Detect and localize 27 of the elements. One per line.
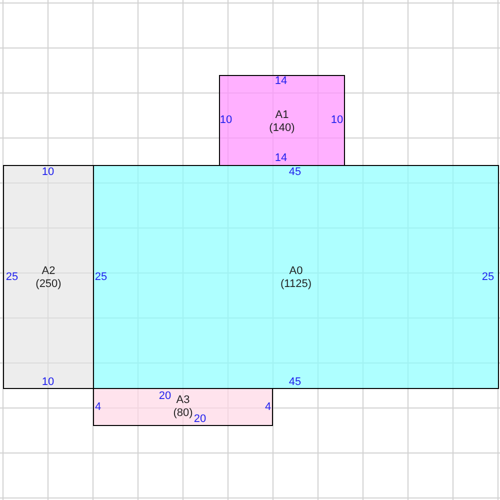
area-name: A2 (42, 265, 56, 278)
dimension-label: 20 (158, 390, 172, 402)
area-value: (140) (269, 122, 295, 135)
dimension-label: 4 (94, 401, 102, 413)
dimension-label: 10 (330, 114, 344, 126)
area-name: A0 (289, 265, 303, 278)
area-name: A3 (176, 394, 190, 407)
dimension-label: 14 (274, 75, 288, 87)
dimension-label: 14 (274, 152, 288, 164)
dimension-label: 10 (220, 114, 232, 126)
dimension-label: 25 (482, 271, 494, 283)
area-value: (250) (36, 278, 62, 291)
dimension-label: 25 (6, 271, 18, 283)
dimension-label: 20 (194, 413, 206, 425)
dimension-label: 45 (288, 376, 302, 388)
dimension-label: 10 (42, 166, 54, 178)
dimension-label: 25 (94, 271, 108, 283)
area-name: A1 (275, 109, 289, 122)
area-value: (80) (173, 407, 193, 420)
dimension-label: 4 (264, 401, 272, 413)
area-value: (1125) (280, 278, 312, 291)
dimension-label: 10 (42, 376, 54, 388)
area-rectangle (3, 165, 94, 389)
dimension-label: 45 (288, 166, 302, 178)
area-rectangle (219, 75, 345, 166)
area-rectangle (93, 388, 273, 426)
area-rectangle (93, 165, 499, 389)
